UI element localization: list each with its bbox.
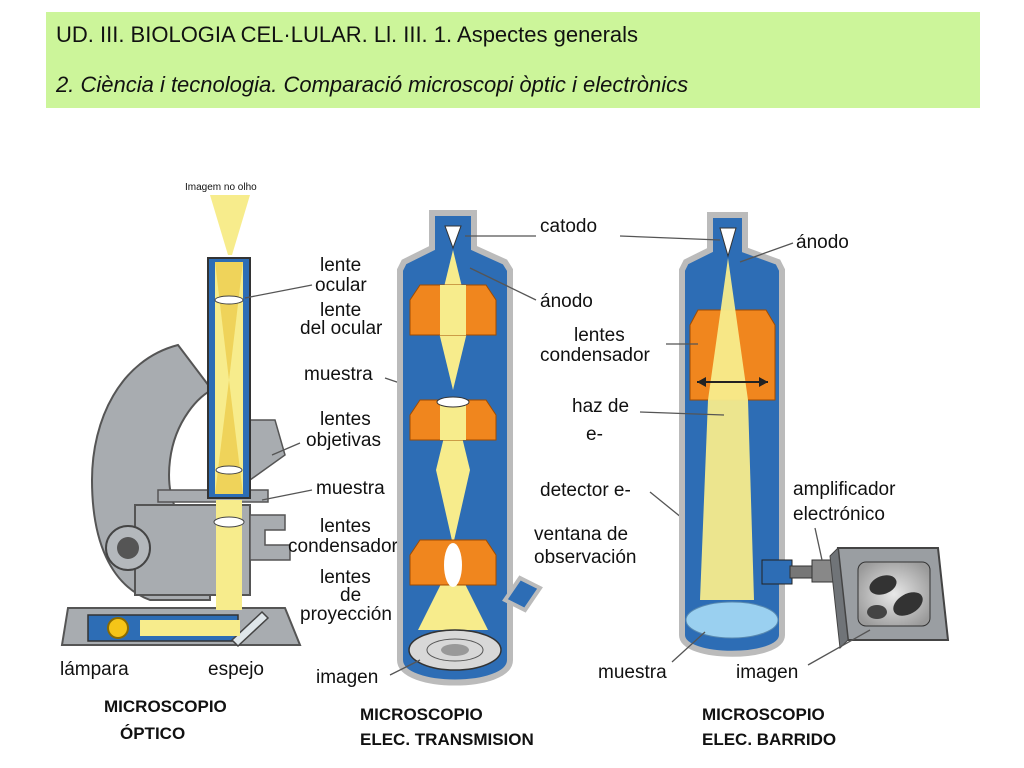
label-lente-ocular-2: ocular	[315, 275, 367, 296]
sem-detector	[761, 559, 793, 585]
label-ventana-2: observación	[534, 547, 636, 568]
transmission-microscope: catodo ánodo lentes condensador haz de e…	[316, 210, 741, 749]
label-lentes-proyeccion-2: de	[340, 585, 361, 606]
optical-output-beam	[210, 195, 250, 255]
label-haz-1: haz de	[572, 396, 629, 417]
label-lentes-condensador-tem-2: condensador	[540, 345, 651, 366]
label-lentes-condensador-tem-1: lentes	[574, 325, 625, 346]
label-lentes-objetivas-2: objetivas	[306, 430, 381, 451]
page-subtitle: 2. Ciència i tecnologia. Comparació micr…	[56, 72, 689, 97]
page-title: UD. III. BIOLOGIA CEL·LULAR. Ll. III. 1.…	[56, 22, 639, 47]
caption-tem-2: ELEC. TRANSMISION	[360, 730, 534, 749]
mirror-icon	[230, 610, 270, 648]
label-lentes-proyeccion-3: proyección	[300, 604, 392, 625]
header-banner: UD. III. BIOLOGIA CEL·LULAR. Ll. III. 1.…	[46, 12, 980, 108]
label-muestra-sem: muestra	[598, 662, 667, 683]
label-lentes-condensador-1: lentes	[320, 516, 371, 537]
label-ventana-1: ventana de	[534, 524, 628, 545]
label-catodo: catodo	[540, 216, 597, 237]
caption-sem-1: MICROSCOPIO	[702, 705, 825, 724]
cathode-icon	[444, 225, 462, 250]
label-amplificador-1: amplificador	[793, 479, 896, 500]
label-haz-2: e-	[586, 424, 603, 445]
label-lentes-proyeccion-1: lentes	[320, 567, 371, 588]
label-lentes-condensador-2: condensador	[288, 536, 399, 557]
label-imagen-sem: imagen	[736, 662, 798, 683]
caption-optical-1: MICROSCOPIO	[104, 697, 227, 716]
label-lampara: lámpara	[60, 659, 129, 680]
label-muestra-top: muestra	[304, 364, 373, 385]
label-imagem-no-olho: Imagem no olho	[185, 182, 257, 193]
tem-sample-icon	[436, 396, 470, 408]
label-anodo-tem: ánodo	[540, 291, 593, 312]
label-muestra-bottom: muestra	[316, 478, 385, 499]
label-detector: detector e-	[540, 480, 631, 501]
label-amplificador-2: electrónico	[793, 504, 885, 525]
caption-tem-1: MICROSCOPIO	[360, 705, 483, 724]
optical-microscope: Imagem no olho lente ocular lente del oc…	[60, 182, 451, 743]
label-lentes-objetivas-1: lentes	[320, 409, 371, 430]
label-imagen-tem: imagen	[316, 667, 378, 688]
label-lente-del-ocular-1: lente	[320, 300, 361, 321]
caption-sem-2: ELEC. BARRIDO	[702, 730, 836, 749]
label-lente-ocular-1: lente	[320, 255, 361, 276]
label-anodo-sem: ánodo	[796, 232, 849, 253]
sem-sample	[685, 601, 779, 639]
label-espejo: espejo	[208, 659, 264, 680]
lamp-bulb-icon	[107, 617, 129, 639]
label-lente-del-ocular-2: del ocular	[300, 318, 383, 339]
caption-optical-2: ÓPTICO	[120, 724, 185, 743]
scanning-microscope: ánodo amplificador electrónico muestra i…	[598, 212, 950, 749]
